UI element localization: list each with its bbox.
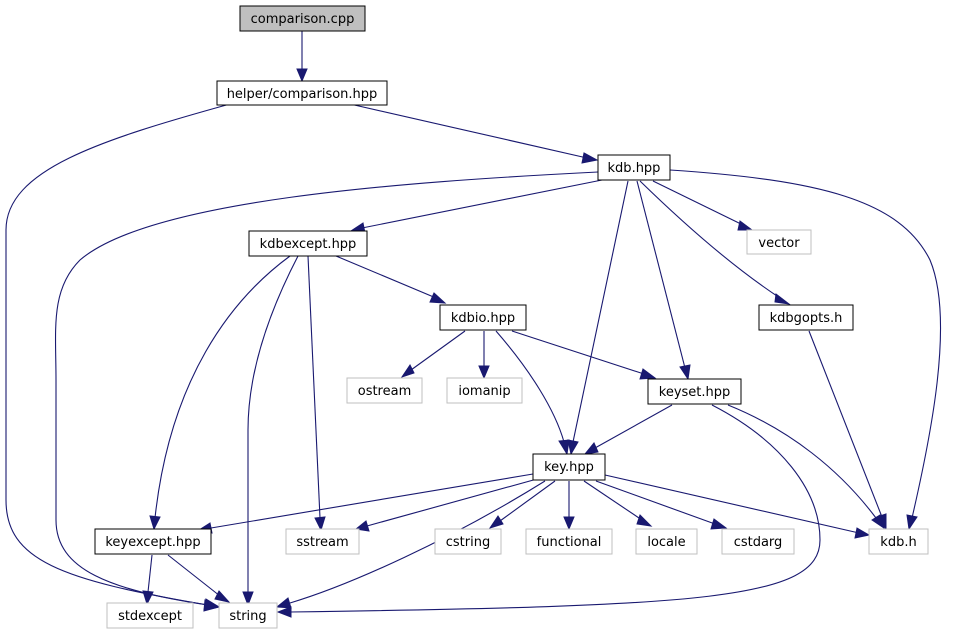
edge-kdbexcept-hpp-to-keyexcept-hpp (154, 255, 291, 519)
node-label: kdbgopts.h (770, 311, 843, 326)
edge-kdbgopts-h-to-kdb-h (808, 330, 883, 518)
edge-kdbio-hpp-to-keyset-hpp (511, 330, 645, 375)
arrowhead (636, 514, 653, 527)
node-stdexcept[interactable]: stdexcept (106, 602, 194, 629)
arrowhead (906, 514, 918, 531)
node-ostream[interactable]: ostream (346, 377, 423, 404)
edge-keyset-hpp-to-kdb-h (727, 404, 877, 519)
edge-key-hpp-to-cstring (499, 480, 556, 522)
edge-kdb-hpp-to-string (54, 171, 599, 606)
node-helper-comparison-hpp[interactable]: helper/comparison.hpp (216, 80, 388, 106)
arrowhead (563, 516, 575, 531)
edge-keyexcept-hpp-to-string (167, 554, 221, 597)
edge-keyset-hpp-to-string (289, 404, 821, 613)
arrowhead (583, 442, 599, 455)
arrowhead (276, 606, 292, 618)
edge-key-hpp-to-keyexcept-hpp (210, 473, 534, 529)
edge-kdb-hpp-to-key-hpp (572, 180, 629, 443)
edge-kdb-hpp-to-keyset-hpp (636, 180, 686, 369)
arrowhead (242, 591, 254, 607)
arrowhead (581, 152, 599, 164)
arrowhead (488, 515, 504, 529)
node-sstream[interactable]: sstream (285, 528, 360, 555)
node-key-hpp[interactable]: key.hpp (532, 453, 606, 481)
node-cstring[interactable]: cstring (434, 528, 502, 555)
edge-kdbio-hpp-to-ostream (410, 330, 466, 371)
edge-keyexcept-hpp-to-stdexcept (147, 554, 153, 593)
node-kdbgopts-h[interactable]: kdbgopts.h (758, 304, 854, 331)
node-label: keyexcept.hpp (105, 535, 200, 550)
node-iomanip[interactable]: iomanip (446, 377, 523, 404)
arrowhead (737, 220, 754, 231)
edge-key-hpp-to-cstdarg (595, 480, 716, 525)
node-label: string (229, 609, 266, 624)
arrowhead (558, 439, 570, 456)
arrowhead (400, 364, 415, 378)
node-label: functional (537, 535, 602, 550)
arrowhead (429, 292, 447, 304)
node-label: kdb.h (880, 535, 916, 550)
edge-kdb-hpp-to-kdb-h (669, 169, 942, 519)
arrowhead (639, 368, 657, 380)
edges (5, 31, 942, 618)
node-label: locale (647, 535, 685, 550)
node-label: cstdarg (734, 535, 783, 550)
edge-kdb-hpp-to-vector (652, 180, 744, 226)
edge-key-hpp-to-kdb-h (604, 474, 860, 534)
node-string[interactable]: string (218, 602, 278, 629)
arrowhead (478, 365, 490, 380)
arrowhead (854, 527, 871, 539)
arrowhead (142, 590, 154, 606)
edge-kdbexcept-hpp-to-string (247, 255, 299, 594)
node-kdbio-hpp[interactable]: kdbio.hpp (439, 304, 527, 331)
node-functional[interactable]: functional (525, 528, 613, 555)
arrowhead (149, 515, 161, 531)
nodes: comparison.cpp helper/comparison.hpp kdb… (94, 5, 929, 629)
node-label: iomanip (458, 384, 510, 399)
arrowhead (679, 364, 691, 381)
node-label: kdbexcept.hpp (260, 237, 357, 252)
node-label: kdb.hpp (608, 161, 661, 176)
arrowhead (203, 598, 221, 612)
node-label: vector (758, 236, 800, 251)
node-label: comparison.cpp (251, 12, 355, 27)
arrowhead (774, 293, 791, 305)
arrowhead (296, 68, 308, 83)
node-label: cstring (446, 535, 490, 550)
arrowhead (567, 439, 579, 456)
node-label: stdexcept (118, 609, 182, 624)
edge-kdbio-hpp-to-key-hpp (495, 330, 565, 443)
edge-key-hpp-to-string (289, 480, 546, 604)
node-label: helper/comparison.hpp (227, 87, 378, 102)
node-label: kdbio.hpp (451, 311, 515, 326)
edge-key-hpp-to-locale (583, 480, 643, 521)
node-kdbexcept-hpp[interactable]: kdbexcept.hpp (248, 230, 368, 257)
edge-key-hpp-to-sstream (366, 478, 538, 527)
edge-kdbexcept-hpp-to-sstream (307, 255, 321, 519)
edge-kdbexcept-hpp-to-kdbio-hpp (335, 255, 437, 299)
edge-kdb-hpp-to-kdbexcept-hpp (361, 179, 603, 229)
node-label: key.hpp (544, 460, 594, 475)
arrowhead (275, 597, 292, 609)
edge-keyset-hpp-to-key-hpp (594, 404, 673, 449)
arrowhead (314, 516, 326, 532)
node-kdb-h[interactable]: kdb.h (868, 528, 929, 555)
node-kdb-hpp[interactable]: kdb.hpp (597, 154, 671, 181)
edge-helper-comparison-hpp-to-kdb-hpp (349, 103, 588, 159)
edge-kdb-hpp-to-kdbgopts-h (639, 180, 781, 299)
node-label: keyset.hpp (659, 385, 731, 400)
arrowhead (214, 590, 231, 603)
node-label: ostream (358, 384, 412, 399)
node-keyexcept-hpp[interactable]: keyexcept.hpp (94, 528, 212, 555)
arrowhead (871, 514, 885, 530)
node-cstdarg[interactable]: cstdarg (721, 528, 795, 555)
node-locale[interactable]: locale (635, 528, 698, 555)
node-comparison-cpp[interactable]: comparison.cpp (239, 5, 366, 32)
node-label: sstream (296, 535, 348, 550)
node-vector[interactable]: vector (746, 229, 812, 255)
edge-helper-comparison-hpp-to-string (5, 103, 231, 606)
node-keyset-hpp[interactable]: keyset.hpp (647, 378, 742, 405)
arrowhead (710, 518, 728, 530)
